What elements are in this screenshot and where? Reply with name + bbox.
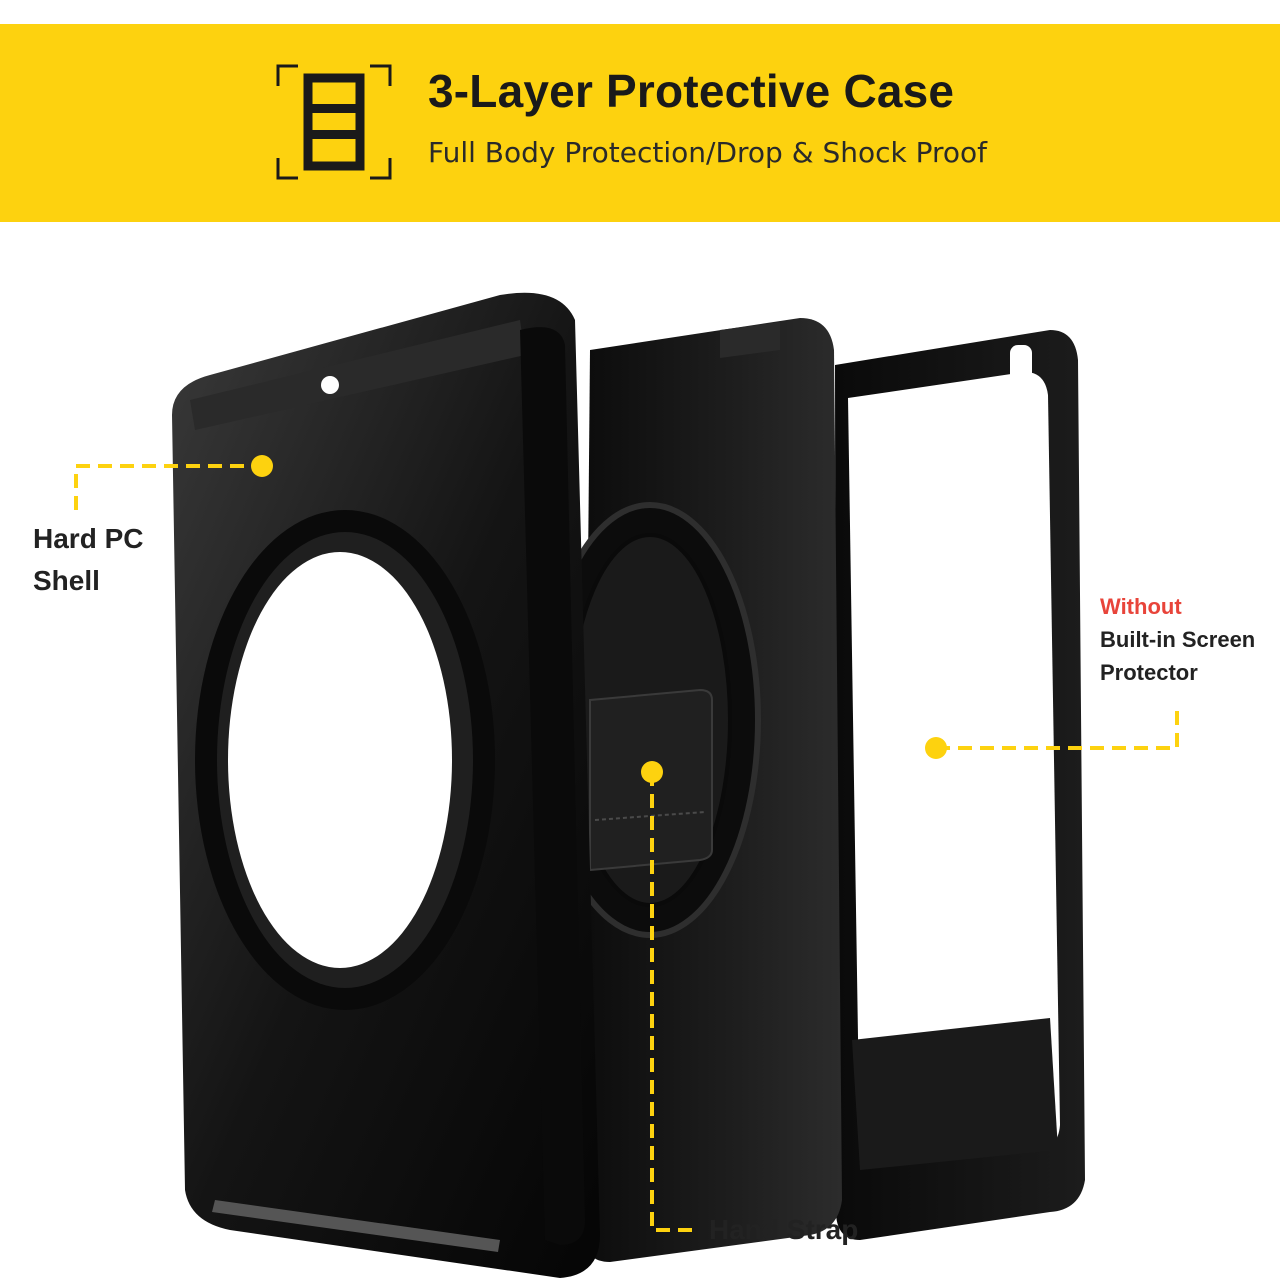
screen-protector-label: Without Built-in Screen Protector <box>1100 590 1255 689</box>
page-title: 3-Layer Protective Case <box>428 65 955 117</box>
hard-shell-layer <box>172 292 600 1278</box>
hard-pc-shell-label: Hard PC Shell <box>33 518 173 602</box>
strap-marker <box>641 761 663 783</box>
callout-lines <box>74 464 1179 1232</box>
product-illustration <box>0 222 1280 1280</box>
shell-marker <box>251 455 273 477</box>
protector-marker <box>925 737 947 759</box>
hand-strap-label: Hand Strap <box>709 1214 859 1245</box>
screen-protector-line1: Built-in Screen <box>1100 627 1256 652</box>
layers-icon <box>276 64 392 180</box>
page-subtitle: Full Body Protection/Drop & Shock Proof <box>428 136 988 169</box>
screen-protector-line2: Protector <box>1100 660 1198 685</box>
header-banner <box>0 24 1280 222</box>
hard-pc-shell-line2: Shell <box>33 565 100 596</box>
without-emphasis: Without <box>1100 594 1182 619</box>
inner-frame-layer <box>835 330 1085 1240</box>
hard-pc-shell-line1: Hard PC <box>33 523 144 554</box>
